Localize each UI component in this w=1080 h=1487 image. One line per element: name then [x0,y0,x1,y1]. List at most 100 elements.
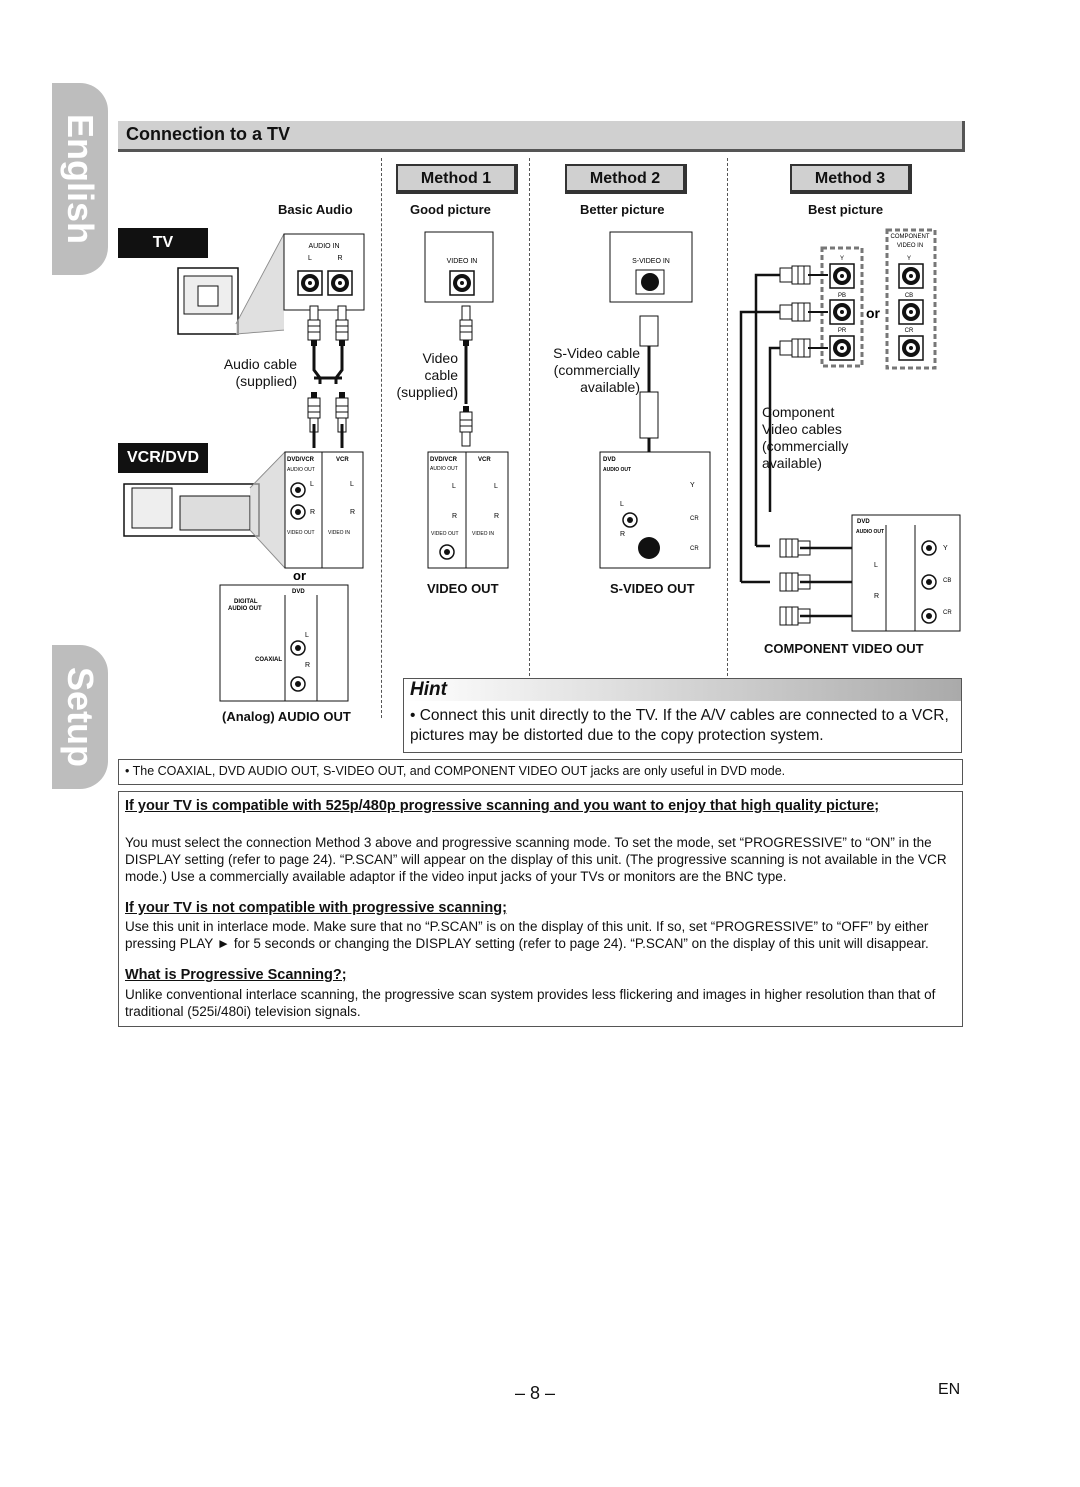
hint-title: Hint [410,679,447,700]
svg-text:R: R [620,531,625,538]
dvd-analog-panel: DVD DIGITAL AUDIO OUT COAXIAL L R [219,584,349,702]
svg-text:VIDEO IN: VIDEO IN [447,258,478,265]
svg-text:R: R [452,513,457,520]
tv-audio-in-panel: AUDIO IN L R [283,233,365,311]
method-2-box: Method 2 [565,164,687,194]
section-title: Connection to a TV [126,124,290,144]
unit-component-panel: DVD AUDIO OUT L R Y CB CR [851,514,961,632]
svg-text:CB: CB [905,293,913,299]
unit-s-video-panel: DVD AUDIO OUT L R Y CR CR [599,451,711,569]
svg-text:Y: Y [690,482,695,489]
separator-2 [529,158,530,676]
progressive-heading-3: What is Progressive Scanning?; [125,967,347,983]
svg-text:AUDIO OUT: AUDIO OUT [430,466,458,472]
svg-text:AUDIO IN: AUDIO IN [308,243,339,250]
svg-text:R: R [494,513,499,520]
dvd-mode-note: • The COAXIAL, DVD AUDIO OUT, S-VIDEO OU… [118,759,963,785]
component-cable-label: Component Video cables (commercially ava… [762,404,849,471]
svg-text:R: R [874,593,879,600]
vcr-dvd-tag: VCR/DVD [118,443,208,473]
english-tab: English [52,83,108,275]
svg-text:S-VIDEO IN: S-VIDEO IN [632,258,670,265]
page-number: – 8 – [515,1383,556,1403]
svg-text:AUDIO OUT: AUDIO OUT [287,467,315,473]
svg-text:DIGITAL: DIGITAL [234,599,258,605]
s-video-cable-label: S-Video cable (commercially available) [553,345,640,395]
connection-diagram: AUDIO IN L R DVD/VCR VCR AUDIO OUT L L R R… [123,228,961,702]
svg-text:DVD/VCR: DVD/VCR [287,457,315,463]
svg-text:R: R [337,255,342,262]
audio-cable [307,305,349,448]
method-2-subtitle: Better picture [580,202,665,217]
svg-text:R: R [310,509,315,516]
progressive-heading-2: If your TV is not compatible with progre… [125,900,507,916]
svg-text:Y: Y [840,256,844,262]
svg-text:L: L [494,483,498,490]
svg-text:DVD: DVD [292,589,305,595]
svg-text:COMPONENT: COMPONENT [891,234,930,240]
analog-paren: ( [222,709,227,724]
progressive-section: If your TV is compatible with 525p/480p … [118,791,963,1027]
svg-text:R: R [350,509,355,516]
video-cable [459,305,473,447]
progressive-text-3: Unlike conventional interlace scanning, … [125,987,936,1019]
analog-audio-out-label: (Analog) AUDIO OUT [222,709,351,724]
separator-1 [381,158,382,718]
video-out-label: VIDEO OUT [427,581,499,596]
section-header: Connection to a TV [118,121,965,152]
video-cable-label: Video cable (supplied) [396,350,458,400]
svg-text:L: L [350,481,354,488]
svg-text:Y: Y [907,256,911,262]
component-video-out-label: COMPONENT VIDEO OUT [764,641,924,656]
svg-text:L: L [452,483,456,490]
svg-text:DVD/VCR: DVD/VCR [430,457,458,463]
svg-text:PB: PB [838,293,846,299]
s-video-out-label: S-VIDEO OUT [610,581,695,596]
svg-text:VIDEO IN: VIDEO IN [328,530,350,536]
svg-text:CB: CB [943,578,951,584]
method-1-subtitle: Good picture [410,202,491,217]
vcr-dvd-illustration [123,451,286,569]
svg-text:L: L [305,632,309,639]
svg-text:L: L [310,481,314,488]
method-1-box: Method 1 [396,164,518,194]
svg-text:COAXIAL: COAXIAL [255,657,282,663]
setup-tab: Setup [52,645,108,789]
svg-text:VCR: VCR [336,457,349,463]
progressive-text-2: Use this unit in interlace mode. Make su… [125,919,929,951]
svg-text:CR: CR [943,610,952,616]
svg-text:AUDIO OUT: AUDIO OUT [856,529,884,535]
svg-text:PR: PR [838,328,847,334]
hint-box: Hint • Connect this unit directly to the… [403,678,962,753]
svg-text:VIDEO IN: VIDEO IN [897,243,923,249]
svg-text:CR: CR [905,328,914,334]
language-code: EN [938,1381,961,1398]
or-label-audio: or [293,568,306,583]
svg-text:R: R [305,662,310,669]
svg-text:L: L [874,562,878,569]
svg-text:CR: CR [690,546,699,552]
tv-s-video-in-panel: S-VIDEO IN [609,231,693,303]
basic-audio-label: Basic Audio [278,202,353,217]
hint-text: • Connect this unit directly to the TV. … [410,707,949,744]
method-3-box: Method 3 [790,164,912,194]
analog-audio-out-text: Analog) AUDIO OUT [226,709,351,724]
svg-text:DVD: DVD [603,457,616,463]
svg-text:L: L [308,255,312,262]
tv-component-panels: COMPONENT VIDEO IN Y Y PB CB PR CR or [820,228,937,370]
svg-text:or: or [866,305,881,321]
svg-text:VCR: VCR [478,457,491,463]
tv-video-in-panel: VIDEO IN [424,231,494,303]
hint-bar [404,679,961,701]
tv-illustration [177,233,285,335]
svg-text:Y: Y [943,545,948,552]
svg-text:AUDIO OUT: AUDIO OUT [228,606,262,612]
progressive-heading-1: If your TV is compatible with 525p/480p … [125,798,880,814]
svg-text:L: L [620,501,624,508]
svg-text:VIDEO OUT: VIDEO OUT [431,531,459,537]
audio-cable-label: Audio cable (supplied) [223,356,297,389]
svg-text:AUDIO OUT: AUDIO OUT [603,467,631,473]
svg-text:CR: CR [690,516,699,522]
